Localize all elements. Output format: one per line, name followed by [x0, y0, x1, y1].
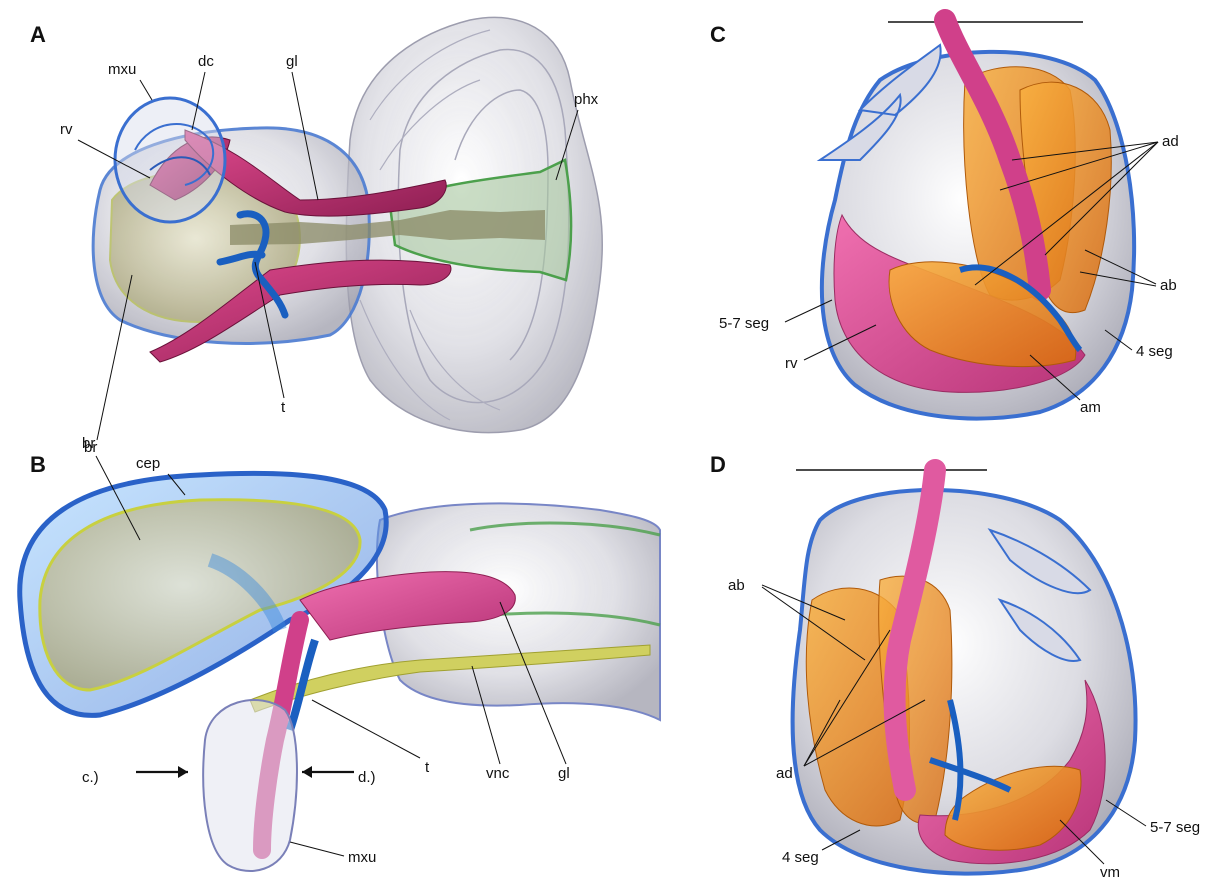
- label-vnc-b: vnc: [486, 765, 510, 782]
- panel-letter-b: B: [30, 452, 46, 477]
- label-ab-d: ab: [728, 577, 745, 594]
- label-gl-b: gl: [558, 765, 570, 782]
- label-mxu-b: mxu: [348, 849, 376, 866]
- label-57seg-c: 5-7 seg: [719, 315, 769, 332]
- label-t-a: t: [281, 399, 286, 416]
- panel-c: C ad ab 5-7 seg 4 seg: [710, 20, 1179, 419]
- label-c-b: c.): [82, 769, 99, 786]
- maxillary-unit-b: [203, 700, 297, 871]
- label-cep-b: cep: [136, 455, 160, 472]
- label-gl-a: gl: [286, 53, 298, 70]
- label-mxu-a: mxu: [108, 61, 136, 78]
- panel-d: D ab ad 4 seg 5-7 seg vm: [710, 452, 1200, 881]
- label-rv-c: rv: [785, 355, 798, 372]
- label-4seg-d: 4 seg: [782, 849, 819, 866]
- label-rv-a: rv: [60, 121, 73, 138]
- panel-letter-c: C: [710, 22, 726, 47]
- panel-letter-d: D: [710, 452, 726, 477]
- label-d-b: d.): [358, 769, 376, 786]
- label-br-b: br: [82, 435, 95, 452]
- leader-mxu-b: [290, 842, 344, 856]
- panel-b: B br cep t vnc gl c.): [20, 435, 660, 871]
- maxillary-loop-a: [115, 98, 225, 222]
- label-57seg-d: 5-7 seg: [1150, 819, 1200, 836]
- adductor-muscles-d: [806, 576, 952, 826]
- label-ad-c: ad: [1162, 133, 1179, 150]
- label-dc-a: dc: [198, 53, 214, 70]
- label-am-c: am: [1080, 399, 1101, 416]
- arrowhead-d-b: [302, 766, 312, 778]
- label-vm-d: vm: [1100, 864, 1120, 881]
- label-phx-a: phx: [574, 91, 599, 108]
- panel-a: A mxu: [30, 18, 602, 457]
- arrowhead-c-b: [178, 766, 188, 778]
- leader-mxu-a: [140, 80, 152, 100]
- label-ad-d: ad: [776, 765, 793, 782]
- leader-t-b: [312, 700, 420, 758]
- panel-letter-a: A: [30, 22, 46, 47]
- label-4seg-c: 4 seg: [1136, 343, 1173, 360]
- label-ab-c: ab: [1160, 277, 1177, 294]
- label-t-b: t: [425, 759, 430, 776]
